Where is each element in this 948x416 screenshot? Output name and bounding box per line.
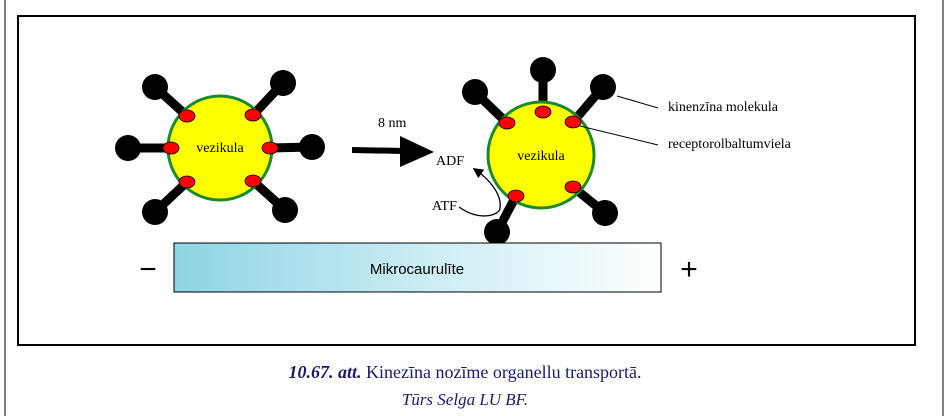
receptor <box>534 105 552 119</box>
plus-end-label: + <box>680 253 698 286</box>
vesicle-label-right: vezikula <box>517 149 565 164</box>
atp-hydrolysis-arrow <box>458 168 501 217</box>
kinesin-head <box>299 134 325 160</box>
kinesin-head <box>530 57 556 83</box>
kinesin-label: kinenzīna molekula <box>668 100 779 115</box>
minus-end-label: − <box>139 253 157 286</box>
receptor <box>244 174 262 188</box>
kinesin-head <box>272 197 298 223</box>
step-label: 8 nm <box>378 116 407 131</box>
microtubule-label: Mikrocaurulīte <box>370 261 464 278</box>
adp-label: ADF <box>436 154 464 169</box>
receptor <box>244 108 262 122</box>
kinesin-head <box>142 199 168 225</box>
receptors-left <box>162 108 279 189</box>
receptor <box>564 115 582 129</box>
kinesin-heads-right <box>462 57 618 245</box>
vesicle-right <box>486 100 596 210</box>
figure-number: 10.67. att. <box>288 362 362 382</box>
movement-arrow <box>351 147 406 154</box>
receptor <box>162 141 180 155</box>
receptor <box>178 175 196 189</box>
arrow-head-icon <box>400 136 434 167</box>
figure-caption: 10.67. att. Kinezīna nozīme organellu tr… <box>0 362 930 383</box>
receptor <box>498 116 516 130</box>
kinesin-head <box>590 74 616 100</box>
caption-text: Kinezīna nozīme organellu transportā. <box>365 362 642 382</box>
atp-label: ATF <box>432 199 457 214</box>
kinesin-head <box>462 79 488 105</box>
kinesin-head <box>270 70 296 96</box>
kinesin-head <box>142 74 168 100</box>
receptor-leader-line <box>579 125 659 146</box>
receptors-right <box>498 105 582 203</box>
kinesin-head <box>115 135 141 161</box>
receptor-label: receptorolbaltumviela <box>668 137 792 152</box>
kinesin-heads-left <box>115 70 325 225</box>
kinesin-head <box>592 200 618 226</box>
microtubule <box>173 242 662 293</box>
kinesin-leader-line <box>616 95 659 109</box>
receptor <box>507 189 525 203</box>
receptor <box>564 180 582 194</box>
vesicle-label-left: vezikula <box>196 141 244 156</box>
figure-credit: Tūrs Selga LU BF. <box>401 390 529 409</box>
kinesin-head <box>484 219 510 245</box>
figure-frame <box>17 15 916 346</box>
receptor <box>261 141 279 155</box>
receptor <box>178 109 196 123</box>
